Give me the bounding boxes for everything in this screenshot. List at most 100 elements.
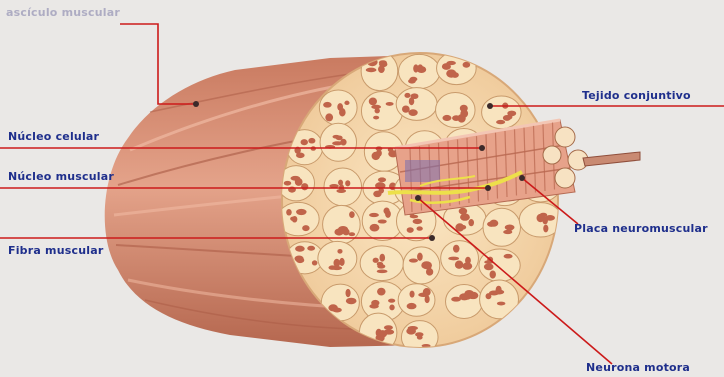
muscle-fibre-blob (378, 219, 387, 223)
muscle-fibre-blob (346, 298, 357, 305)
muscle-fibre-blob (417, 226, 423, 230)
muscle-fibre-blob (295, 255, 304, 261)
muscle-fibre-blob (505, 225, 515, 231)
muscle-fibre-blob (349, 211, 355, 218)
muscle-fibre-blob (384, 325, 393, 330)
muscle-fibre-blob (402, 105, 410, 112)
muscle-fibre-blob (413, 219, 423, 224)
muscle-fibre-blob (460, 213, 470, 220)
muscle-fibre-blob (379, 254, 385, 262)
muscle-fibre-blob (407, 303, 417, 309)
muscle-fibre-blob (462, 262, 472, 269)
muscle-fibre-blob (377, 288, 385, 296)
muscle-fibre-blob (312, 260, 318, 265)
label-tejido-conjuntivo: Tejido conjuntivo (582, 89, 691, 102)
muscle-fibre-blob (407, 227, 414, 233)
muscle-fibre-blob (426, 268, 433, 276)
muscle-fibre-blob (486, 293, 492, 299)
muscle-fibre-blob (366, 68, 377, 73)
muscle-fibre-blob (410, 77, 418, 82)
muscle-fibre-blob (337, 249, 342, 254)
muscle-fibre-blob (383, 207, 389, 214)
muscle-fibre-blob (484, 263, 494, 270)
muscle-fibre-blob (410, 291, 415, 298)
muscle-fibre-blob (423, 288, 431, 296)
muscle-fibre-blob (490, 270, 496, 278)
muscle-fibre-blob (296, 209, 306, 215)
muscle-fibre-blob (415, 332, 423, 337)
muscle-fibre-blob (378, 177, 386, 182)
label-fibra-muscular: Fibra muscular (8, 244, 103, 257)
muscle-fibre-blob (446, 69, 456, 77)
muscle-fibre-blob (543, 225, 548, 233)
muscle-fibre-blob (425, 295, 430, 303)
muscle-fibre-blob (468, 292, 479, 299)
muscle-fibre-blob (386, 102, 394, 106)
muscle-fibre-blob (408, 109, 417, 116)
muscle-fibre-blob (332, 266, 342, 270)
muscle-fibre-blob (325, 113, 333, 121)
muscle-fibre-blob (301, 183, 308, 190)
muscle-fibre-blob (448, 257, 459, 261)
muscle-fibre-blob (373, 258, 379, 263)
muscle-fibre-blob (496, 120, 505, 124)
muscle-fibre-blob (453, 245, 460, 253)
muscle-fibre-blob (463, 62, 471, 68)
muscle-fibre-blob (507, 114, 512, 119)
muscle-fibre-blob (323, 102, 332, 108)
label-fasciculo-muscular: ascículo muscular (6, 6, 120, 19)
muscle-fibre-blob (371, 105, 381, 109)
fascicle-cell (361, 91, 402, 130)
muscle-fibre-blob (332, 308, 341, 313)
muscle-fibre-blob (345, 180, 350, 186)
muscle-fibre-blob (446, 61, 455, 65)
muscle-fibre-blob (302, 225, 309, 231)
label-placa-neuromuscular: Placa neuromuscular (574, 222, 708, 235)
muscle-fibre-blob (301, 139, 308, 145)
muscle-fibre-blob (379, 61, 387, 67)
muscle-fibre-blob (295, 246, 305, 252)
muscle-fibre-blob (336, 189, 346, 193)
muscle-fibre-blob (406, 328, 416, 335)
muscle-fibre-blob (442, 115, 451, 121)
muscle-fibre-blob (369, 98, 377, 106)
muscle-fibre-blob (371, 300, 379, 306)
muscle-fibre-blob (334, 228, 343, 235)
muscle-fibre-blob (284, 181, 292, 186)
muscle-fibre-blob (290, 217, 295, 221)
muscle-fibre-blob (340, 139, 346, 146)
muscle-fibre-blob (378, 330, 387, 337)
muscle-fibre-blob (339, 258, 344, 266)
muscle-fibre-blob (497, 302, 506, 306)
muscle-fibre-blob (286, 209, 292, 216)
muscle-fibre-blob (504, 254, 513, 259)
muscle-fibre-blob (409, 97, 414, 105)
muscle-fibre-blob (345, 289, 350, 297)
fascicle-cell (446, 285, 483, 319)
muscle-fibre-blob (295, 178, 303, 186)
fascicle-cell (437, 52, 477, 85)
label-nucleo-muscular: Núcleo muscular (8, 170, 114, 183)
muscle-fibre-blob (388, 299, 395, 303)
muscle-fibre-blob (503, 230, 512, 234)
fascicle-cell (483, 208, 520, 246)
muscle-fibre-blob (451, 297, 461, 302)
muscle-fibre-blob (373, 116, 379, 120)
muscle-fibre-blob (308, 138, 315, 144)
muscle-fibre-blob (409, 258, 418, 262)
fascicle-cell (396, 88, 437, 121)
label-nucleo-celular: Núcleo celular (8, 130, 99, 143)
muscle-fibre-blob (307, 246, 315, 251)
muscle-fibre-blob (333, 259, 340, 268)
muscle-fibre-blob (349, 232, 356, 236)
muscle-fibre-blob (377, 270, 388, 274)
fascicle-cell (436, 92, 476, 127)
muscle-fibre-blob (389, 304, 394, 310)
muscle-fibre-blob (377, 264, 385, 269)
muscle-fibre-blob (460, 105, 468, 112)
muscle-fibre-blob (537, 214, 545, 222)
muscle-fibre-blob (457, 114, 465, 123)
muscle-fibre-blob (417, 253, 423, 261)
